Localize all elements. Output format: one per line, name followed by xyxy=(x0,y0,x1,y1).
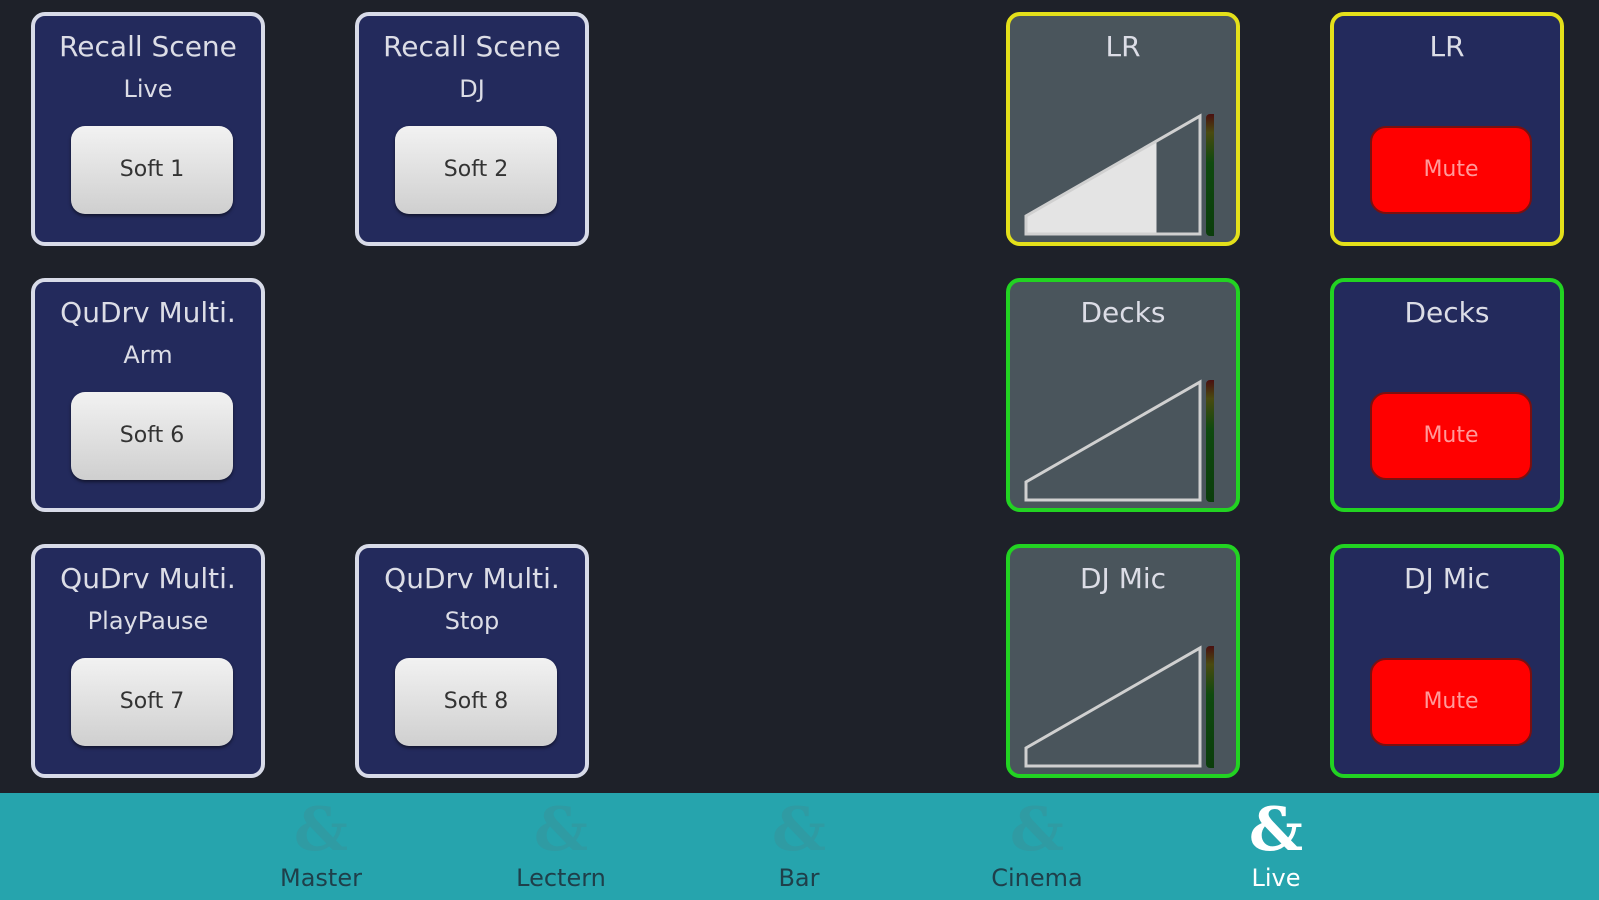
fader[interactable] xyxy=(1024,112,1214,238)
mute-button[interactable]: Mute xyxy=(1370,392,1532,480)
mute-channel-name: Decks xyxy=(1404,296,1490,329)
softkey-subtitle: Stop xyxy=(444,607,500,635)
fader-outline xyxy=(1024,379,1202,502)
ampersand-icon: & xyxy=(293,795,349,865)
tab-bar: & Master & Lectern & Bar & Cinema & Live xyxy=(0,793,1599,900)
softkey-title: QuDrv Multi. xyxy=(60,296,236,329)
softkey-title: Recall Scene xyxy=(59,30,237,63)
softkey-title: QuDrv Multi. xyxy=(60,562,236,595)
fader-name: LR xyxy=(1105,30,1141,63)
softkey-subtitle: Live xyxy=(123,75,173,103)
fader[interactable] xyxy=(1024,644,1214,770)
tab-live[interactable]: & Live xyxy=(1196,793,1356,891)
softkey-title: Recall Scene xyxy=(383,30,561,63)
tab-lectern[interactable]: & Lectern xyxy=(481,793,641,891)
mute-button[interactable]: Mute xyxy=(1370,658,1532,746)
softkey-subtitle: DJ xyxy=(459,75,485,103)
fader-name: Decks xyxy=(1080,296,1166,329)
tab-label: Lectern xyxy=(516,864,606,892)
soft-1-button[interactable]: Soft 1 xyxy=(71,126,233,214)
tab-label: Cinema xyxy=(991,864,1083,892)
softkey-tile: Recall Scene DJ Soft 2 xyxy=(355,12,589,246)
fader-tile-dj-mic: DJ Mic xyxy=(1006,544,1240,778)
tab-bar-venue[interactable]: & Bar xyxy=(719,793,879,891)
softkey-subtitle: Arm xyxy=(123,341,173,369)
softkey-tile: QuDrv Multi. Arm Soft 6 xyxy=(31,278,265,512)
ampersand-icon: & xyxy=(1248,795,1304,865)
fader-outline xyxy=(1024,113,1202,236)
soft-8-button[interactable]: Soft 8 xyxy=(395,658,557,746)
level-meter xyxy=(1206,380,1214,502)
fader-tile-lr: LR xyxy=(1006,12,1240,246)
level-meter xyxy=(1206,114,1214,236)
fader-tile-decks: Decks xyxy=(1006,278,1240,512)
soft-2-button[interactable]: Soft 2 xyxy=(395,126,557,214)
ampersand-icon: & xyxy=(771,795,827,865)
fader[interactable] xyxy=(1024,378,1214,504)
softkey-tile: QuDrv Multi. PlayPause Soft 7 xyxy=(31,544,265,778)
ampersand-icon: & xyxy=(1009,795,1065,865)
tab-label: Bar xyxy=(778,864,820,892)
soft-7-button[interactable]: Soft 7 xyxy=(71,658,233,746)
fader-fill xyxy=(1026,141,1157,234)
mute-tile-lr: LR Mute xyxy=(1330,12,1564,246)
softkey-tile: QuDrv Multi. Stop Soft 8 xyxy=(355,544,589,778)
soft-6-button[interactable]: Soft 6 xyxy=(71,392,233,480)
softkey-tile: Recall Scene Live Soft 1 xyxy=(31,12,265,246)
fader-outline xyxy=(1024,645,1202,768)
tab-master[interactable]: & Master xyxy=(241,793,401,891)
tab-label: Master xyxy=(280,864,362,892)
fader-name: DJ Mic xyxy=(1079,562,1167,595)
mute-channel-name: DJ Mic xyxy=(1403,562,1491,595)
ampersand-icon: & xyxy=(533,795,589,865)
softkey-title: QuDrv Multi. xyxy=(384,562,560,595)
mute-tile-dj-mic: DJ Mic Mute xyxy=(1330,544,1564,778)
softkey-subtitle: PlayPause xyxy=(87,607,209,635)
mute-channel-name: LR xyxy=(1429,30,1465,63)
mute-tile-decks: Decks Mute xyxy=(1330,278,1564,512)
tab-label: Live xyxy=(1251,864,1301,892)
level-meter xyxy=(1206,646,1214,768)
mute-button[interactable]: Mute xyxy=(1370,126,1532,214)
tab-cinema[interactable]: & Cinema xyxy=(957,793,1117,891)
